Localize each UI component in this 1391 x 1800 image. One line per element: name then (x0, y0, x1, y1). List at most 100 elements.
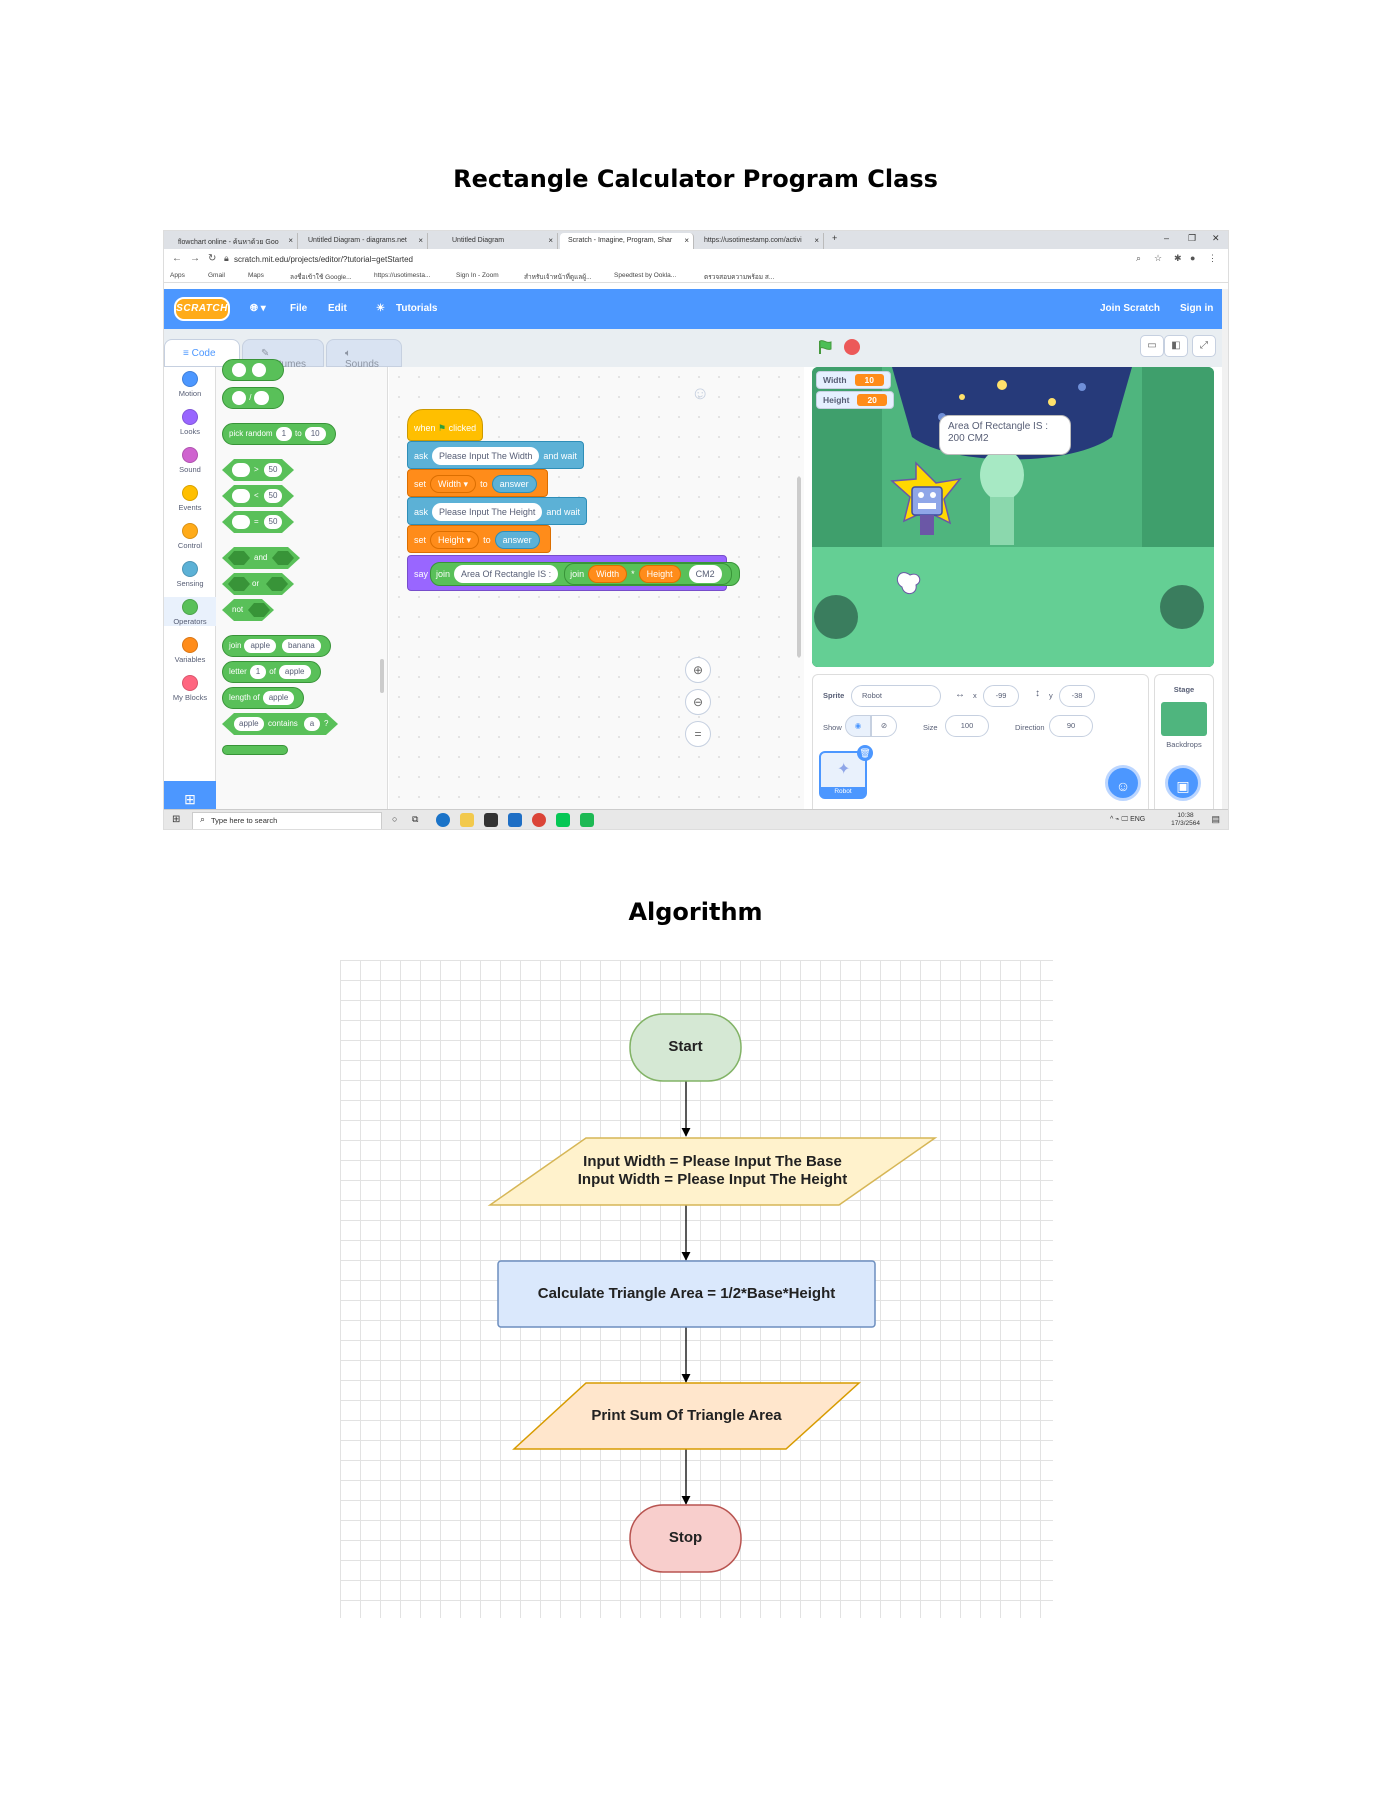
category-sensing[interactable]: Sensing (164, 561, 216, 588)
sprite-name-input[interactable]: Robot (851, 685, 941, 707)
chrome-icon[interactable] (532, 813, 546, 827)
answer-reporter[interactable]: answer (494, 531, 540, 549)
zoom-out-icon[interactable]: ⊖ (685, 689, 711, 715)
windows-start-icon[interactable]: ⊞ (172, 814, 181, 825)
bookmark[interactable]: Maps (248, 272, 264, 279)
direction-input[interactable]: 90 (1049, 715, 1093, 737)
show-visible-icon[interactable]: ◉ (845, 715, 871, 737)
scratch-logo[interactable]: SCRATCH (174, 297, 230, 321)
page-scrollbar[interactable] (1222, 289, 1228, 809)
close-icon[interactable]: × (548, 236, 553, 245)
category-variables[interactable]: Variables (164, 637, 216, 664)
palette-scrollbar[interactable] (380, 659, 384, 693)
bookmark[interactable]: Apps (170, 272, 185, 279)
category-events[interactable]: Events (164, 485, 216, 512)
notifications-icon[interactable]: ▤ (1211, 814, 1220, 824)
block-input[interactable]: CM2 (688, 565, 722, 583)
menu-file[interactable]: File (290, 303, 308, 314)
stop-terminal[interactable] (629, 1504, 742, 1573)
answer-reporter[interactable]: answer (491, 475, 537, 493)
close-icon[interactable]: × (418, 236, 423, 245)
start-terminal[interactable] (629, 1013, 742, 1082)
palette-block-mod[interactable] (222, 359, 284, 381)
bookmark[interactable]: ตรวจสอบความพร้อม ส... (704, 274, 775, 281)
profile-icon[interactable]: ● (1190, 253, 1196, 263)
category-sound[interactable]: Sound (164, 447, 216, 474)
category-operators[interactable]: Operators (164, 597, 216, 626)
mail-icon[interactable] (508, 813, 522, 827)
browser-tab[interactable]: flowchart online - ค้นหาด้วย Goo× (170, 233, 298, 249)
variable-dropdown[interactable]: Height ▾ (430, 531, 480, 549)
line-icon[interactable] (556, 813, 570, 827)
delete-sprite-icon[interactable]: 🗑︎ (857, 745, 873, 761)
menu-tutorials[interactable]: Tutorials (396, 303, 438, 314)
maximize-icon[interactable]: ❐ (1188, 233, 1197, 243)
bookmark[interactable]: สำหรับเจ้าหน้าที่ดูแลผู้... (524, 274, 592, 281)
variable-dropdown[interactable]: Width ▾ (430, 475, 477, 493)
browser-tab[interactable]: Untitled Diagram - diagrams.net× (300, 233, 428, 249)
menu-edit[interactable]: Edit (328, 303, 347, 314)
backdrop-thumbnail[interactable] (1161, 702, 1207, 736)
category-my-blocks[interactable]: My Blocks (164, 675, 216, 702)
event-when-flag-clicked[interactable]: when ⚑ clicked (407, 409, 484, 441)
url-field[interactable]: scratch.mit.edu/projects/editor/?tutoria… (234, 255, 413, 264)
browser-tab[interactable]: Untitled Diagram× (430, 233, 558, 249)
x-input[interactable]: -99 (983, 685, 1019, 707)
input-parallelogram[interactable] (487, 1137, 938, 1206)
green-flag-icon[interactable] (817, 339, 833, 355)
choose-backdrop-button[interactable]: ▣ (1165, 765, 1201, 801)
large-stage-icon[interactable]: ◧ (1164, 335, 1188, 357)
palette-block-and[interactable]: and (222, 547, 300, 569)
globe-icon[interactable]: 🌐︎ ▾ (250, 303, 266, 314)
palette-block-or[interactable]: or (222, 573, 294, 595)
new-tab-icon[interactable]: + (832, 233, 838, 243)
palette-block-divide[interactable]: / (222, 387, 284, 409)
size-input[interactable]: 100 (945, 715, 989, 737)
reload-icon[interactable]: ↻ (208, 253, 217, 264)
palette-block-greater[interactable]: >50 (222, 459, 294, 481)
process-rectangle[interactable] (497, 1260, 876, 1328)
star-icon[interactable]: ☆ (1154, 253, 1163, 263)
browser-tab[interactable]: https://usotimestamp.com/activi× (696, 233, 824, 249)
small-stage-icon[interactable]: ▭ (1140, 335, 1164, 357)
bookmark[interactable]: ลงชื่อเข้าใช้ Google... (290, 274, 352, 281)
palette-block-not[interactable]: not (222, 599, 274, 621)
close-icon[interactable]: × (684, 236, 689, 245)
category-looks[interactable]: Looks (164, 409, 216, 436)
script-scrollbar[interactable] (797, 477, 801, 657)
app-icon[interactable] (580, 813, 594, 827)
system-tray-icons[interactable]: ^ ⌁ 🖵 ENG (1110, 816, 1146, 823)
stop-icon[interactable] (844, 339, 860, 355)
tab-code[interactable]: ≡ Code (164, 339, 240, 367)
minimize-icon[interactable]: – (1164, 233, 1170, 243)
y-input[interactable]: -38 (1059, 685, 1095, 707)
output-parallelogram[interactable] (512, 1382, 861, 1450)
taskbar-search-input[interactable]: Type here to search (192, 812, 382, 829)
fullscreen-icon[interactable]: ⤢ (1192, 335, 1216, 357)
extensions-icon[interactable]: ✱ (1174, 253, 1182, 263)
cortana-icon[interactable]: ○ (392, 814, 398, 824)
close-icon[interactable]: × (814, 236, 819, 245)
stage-selector-pane[interactable]: Stage Backdrops ▣ (1154, 674, 1214, 817)
file-explorer-icon[interactable] (460, 813, 474, 827)
block-input[interactable]: Please Input The Height (432, 503, 543, 521)
task-view-icon[interactable]: ⧉ (412, 814, 419, 824)
join-scratch-link[interactable]: Join Scratch (1100, 303, 1161, 314)
bookmark[interactable]: Sign In - Zoom (456, 272, 499, 279)
bookmark[interactable]: https://usotimesta... (374, 272, 431, 279)
palette-block-partial[interactable] (222, 745, 288, 755)
window-close-icon[interactable]: ✕ (1212, 233, 1220, 243)
hide-icon[interactable]: ⊘ (871, 715, 897, 737)
